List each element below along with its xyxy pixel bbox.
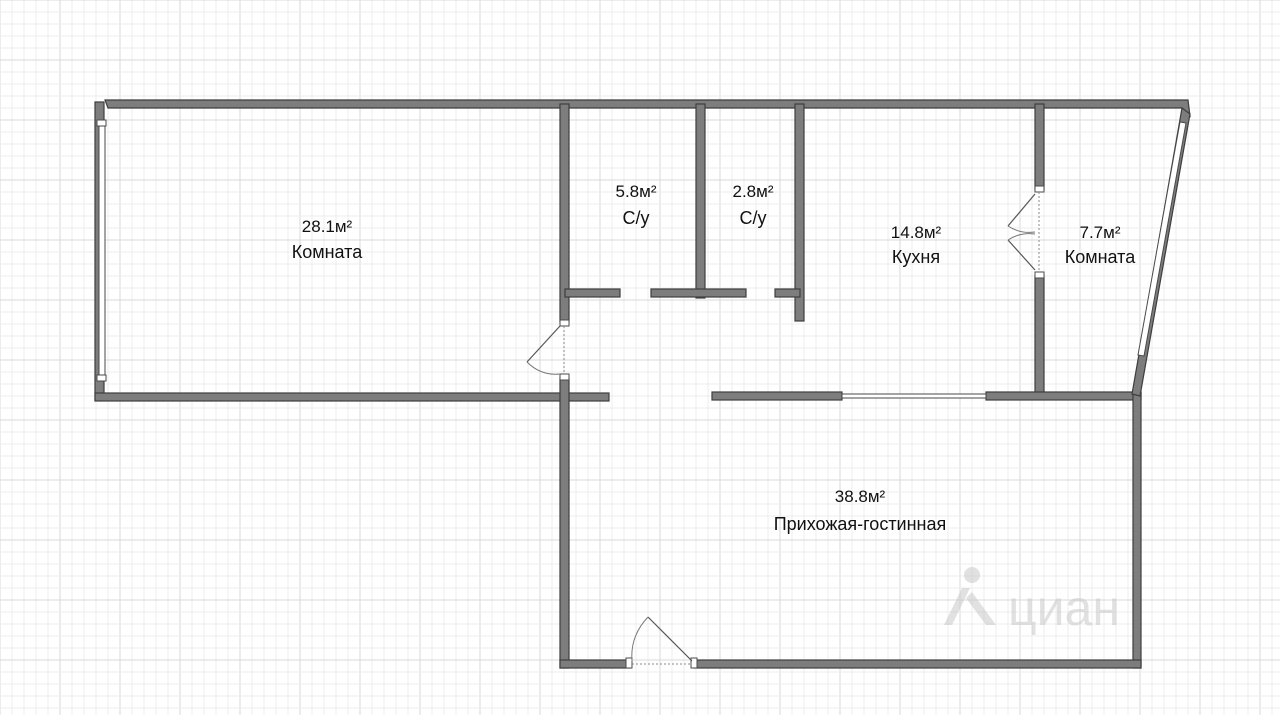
kitchen-name: Кухня bbox=[892, 247, 940, 267]
room-labels: 28.1м² Комната 5.8м² С/у 2.8м² С/у 14.8м… bbox=[292, 182, 1136, 534]
room-large-area: 28.1м² bbox=[302, 217, 353, 236]
room-small-name: Комната bbox=[1065, 247, 1136, 267]
window-left-cap-bottom bbox=[96, 374, 107, 382]
wall-kitchen-bottom-right bbox=[985, 391, 1142, 401]
window-right-slanted bbox=[1137, 121, 1187, 357]
wall-kitchen-right-upper bbox=[1034, 103, 1045, 191]
hall-name: Прихожая-гостинная bbox=[774, 514, 947, 534]
windows bbox=[96, 119, 1187, 399]
watermark-logo-icon bbox=[964, 567, 980, 583]
kitchen-area: 14.8м² bbox=[891, 223, 942, 242]
wall-bath-1-right bbox=[695, 103, 706, 299]
wall-bath-2-right bbox=[794, 103, 805, 322]
wc-2-area: 2.8м² bbox=[733, 182, 774, 201]
doors bbox=[526, 185, 1045, 669]
wc-1-name: С/у bbox=[623, 208, 650, 228]
door-kitchen-arc-bottom bbox=[1007, 233, 1036, 241]
door-kitchen-jamb-bottom bbox=[1034, 271, 1045, 279]
wall-hall-right bbox=[1132, 391, 1142, 669]
window-kitchen-hall-glass bbox=[841, 393, 987, 399]
watermark-logo-mark bbox=[944, 588, 996, 625]
walls bbox=[94, 99, 1191, 669]
wall-left-bottom bbox=[94, 392, 610, 402]
door-kitchen-leaf-bottom bbox=[1007, 239, 1036, 271]
wall-bath-1-bottom-left bbox=[564, 288, 621, 298]
wall-kitchen-right-lower bbox=[1034, 275, 1045, 397]
door-kitchen-arc-top bbox=[1007, 225, 1036, 233]
wc-2-name: С/у bbox=[740, 208, 767, 228]
door-entrance-jamb-right bbox=[690, 657, 698, 669]
wall-bath-bottom-mid bbox=[650, 288, 747, 298]
door-left-jamb-bottom bbox=[559, 373, 570, 381]
door-left-leaf bbox=[526, 325, 561, 363]
wall-hall-bottom-right bbox=[693, 659, 1142, 669]
room-large-name: Комната bbox=[292, 242, 363, 262]
door-kitchen-leaf-top bbox=[1007, 193, 1036, 227]
wall-bath-2-bottom-right bbox=[774, 288, 801, 298]
window-left-cap-top bbox=[96, 119, 107, 127]
door-left-arc bbox=[526, 361, 561, 375]
door-entrance-jamb-left bbox=[625, 657, 633, 669]
window-left bbox=[98, 123, 106, 379]
watermark: циан bbox=[944, 567, 1120, 636]
wall-kitchen-bottom-left bbox=[711, 391, 843, 401]
door-left-jamb-top bbox=[559, 319, 570, 327]
wall-hall-bottom-left bbox=[559, 659, 631, 669]
door-kitchen-jamb-top bbox=[1034, 185, 1045, 193]
door-entrance-leaf bbox=[647, 616, 693, 662]
watermark-text: циан bbox=[1008, 580, 1120, 636]
door-entrance-arc bbox=[631, 616, 649, 662]
hall-area: 38.8м² bbox=[835, 487, 886, 506]
room-small-area: 7.7м² bbox=[1080, 223, 1121, 242]
wall-bath-left-lower bbox=[559, 377, 570, 669]
wc-1-area: 5.8м² bbox=[616, 182, 657, 201]
